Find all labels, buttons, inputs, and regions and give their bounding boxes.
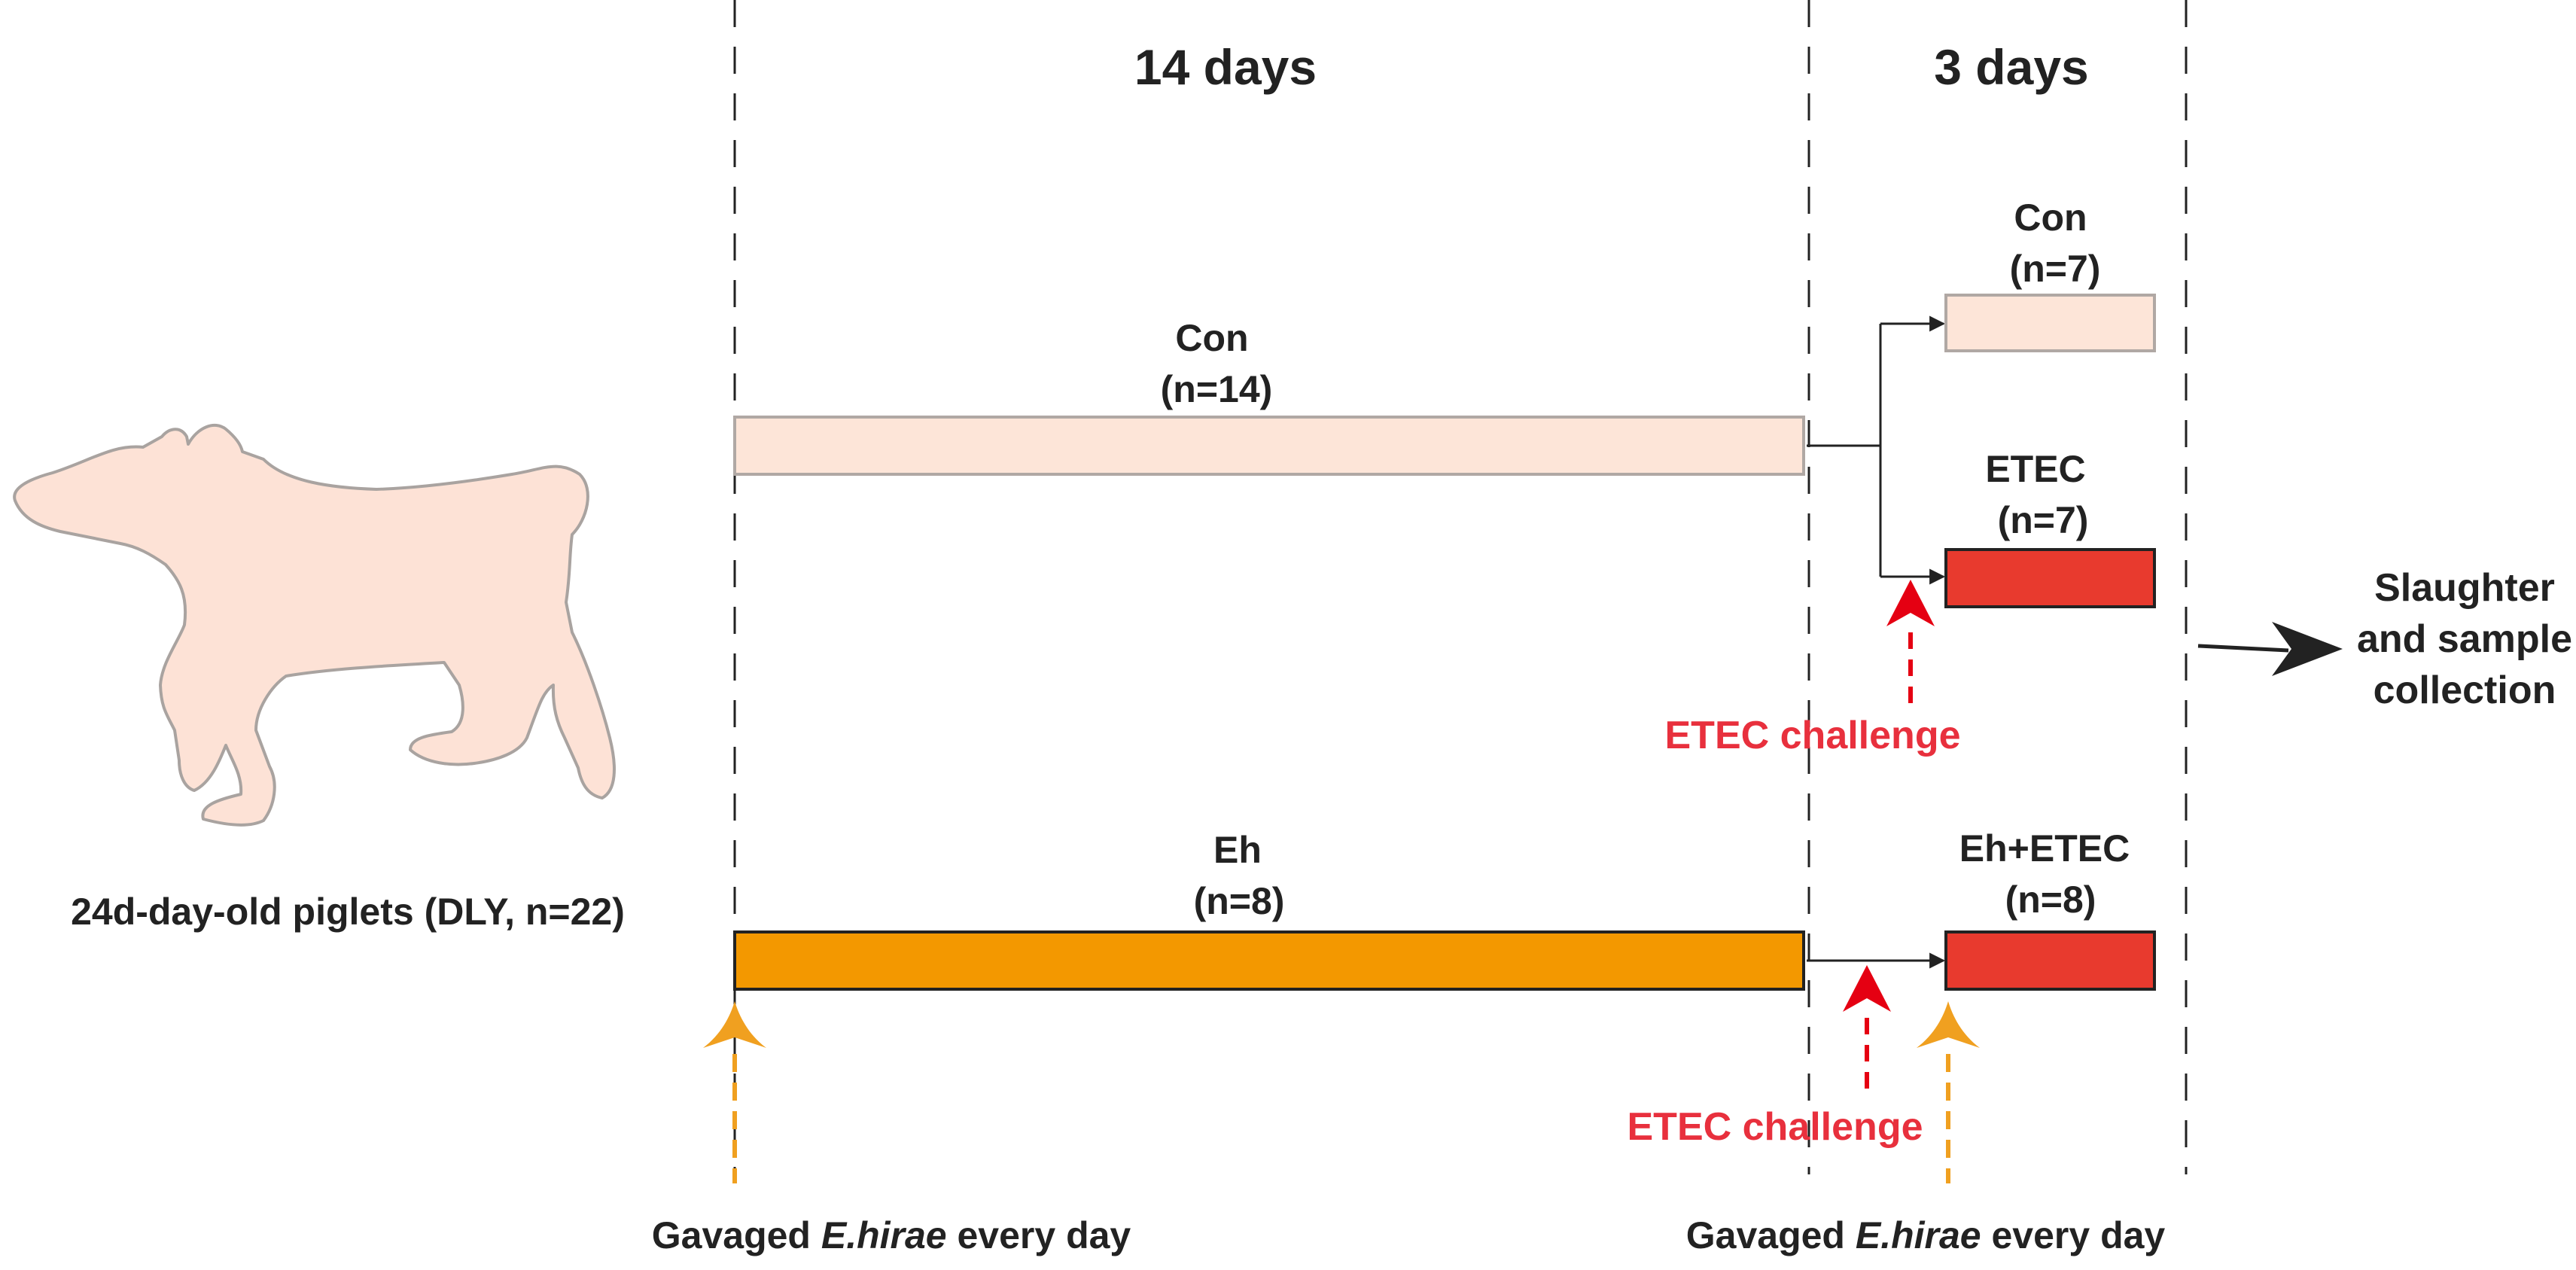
outcome-line-3: collection xyxy=(2374,669,2556,712)
gavage-left-suffix: every day xyxy=(947,1214,1131,1256)
con-sub-name: Con xyxy=(2014,196,2087,239)
etec-challenge-upper-label: ETEC challenge xyxy=(1665,714,1961,757)
challenge-arrowhead-lower xyxy=(1843,965,1891,1012)
gavage-right-species: E.hirae xyxy=(1856,1214,1981,1256)
eh-etec-sub-bar xyxy=(1944,930,2156,991)
con-sub-n: (n=7) xyxy=(2010,248,2101,290)
gavage-left-label: Gavaged E.hirae every day xyxy=(652,1214,1131,1256)
challenge-arrowhead-upper xyxy=(1886,580,1935,626)
gavage-right-label: Gavaged E.hirae every day xyxy=(1686,1214,2166,1256)
outcome-line-2: and sample xyxy=(2357,617,2572,661)
outcome-arrow-line xyxy=(2197,644,2289,653)
gavage-left-species: E.hirae xyxy=(821,1214,947,1256)
gavage-right-prefix: Gavaged xyxy=(1686,1214,1856,1256)
con-main-n: (n=14) xyxy=(1161,368,1273,410)
period-3-days: 3 days xyxy=(1934,39,2088,95)
etec-sub-bar xyxy=(1944,548,2156,608)
animal-label: 24d-day-old piglets (DLY, n=22) xyxy=(71,891,625,933)
pig-icon xyxy=(13,423,616,827)
eh-main-bar xyxy=(733,930,1805,991)
con-main-name: Con xyxy=(1175,317,1248,359)
etec-sub-n: (n=7) xyxy=(1998,499,2089,541)
period-14-days: 14 days xyxy=(1134,39,1317,95)
etec-challenge-lower-label: ETEC challenge xyxy=(1628,1105,1923,1149)
eh-main-n: (n=8) xyxy=(1194,880,1285,922)
eh-etec-sub-name: Eh+ETEC xyxy=(1959,827,2130,870)
outcome-arrowhead xyxy=(2272,622,2343,676)
con-sub-bar xyxy=(1944,294,2156,352)
gavage-arrowhead-right xyxy=(1917,1001,1980,1048)
outcome-line-1: Slaughter xyxy=(2374,566,2555,610)
con-main-bar xyxy=(733,416,1805,476)
gavage-left-prefix: Gavaged xyxy=(652,1214,821,1256)
eh-main-name: Eh xyxy=(1213,829,1262,871)
gavage-right-suffix: every day xyxy=(1981,1214,2166,1256)
eh-etec-sub-n: (n=8) xyxy=(2005,879,2096,921)
etec-sub-name: ETEC xyxy=(1985,448,2085,490)
gavage-arrowhead-left xyxy=(703,1001,766,1048)
